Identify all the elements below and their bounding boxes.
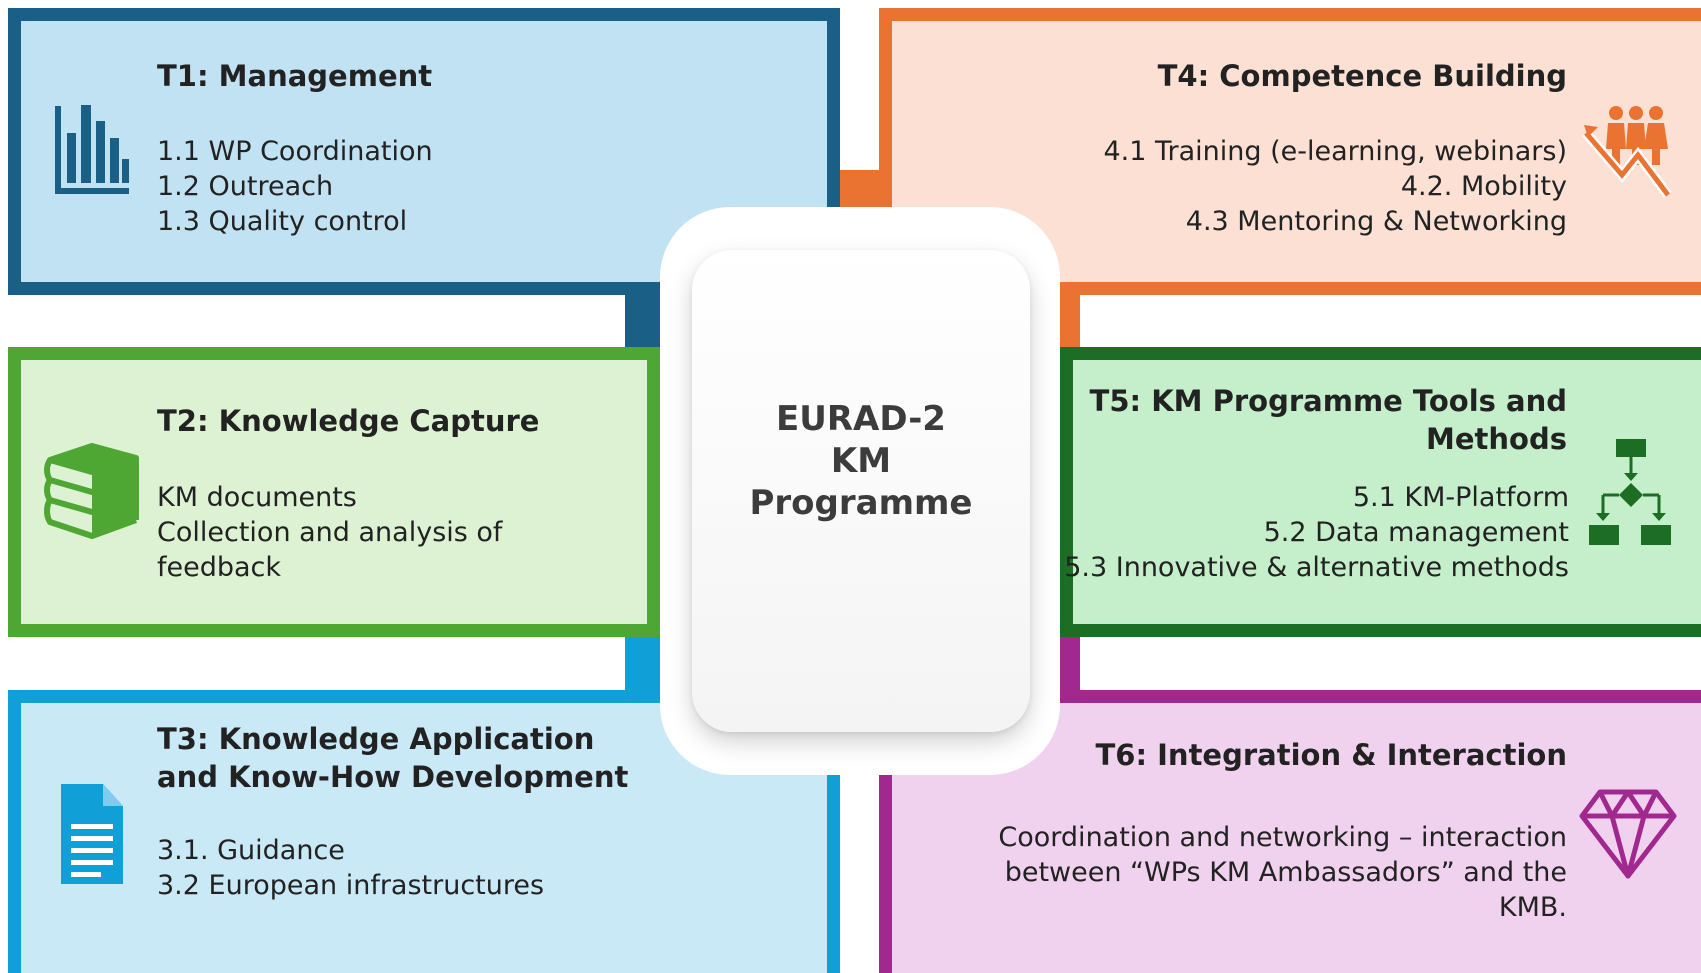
- t5-item: 5.3 Innovative & alternative methods: [1064, 552, 1569, 583]
- people-growth-icon: [1582, 106, 1672, 198]
- t2-item: KM documents: [157, 482, 357, 513]
- t5-tools-methods-panel: [1060, 347, 1701, 637]
- t1-item: 1.1 WP Coordination: [157, 136, 433, 167]
- t4-items: 4.1 Training (e-learning, webinars) 4.2.…: [1103, 134, 1567, 239]
- t3-title: T3: Knowledge Application and Know-How D…: [157, 720, 628, 796]
- center-line-2: KM: [830, 441, 892, 481]
- t2-items: KM documents Collection and analysis of …: [157, 480, 502, 585]
- t1-title: T1: Management: [157, 59, 433, 93]
- t2-item: feedback: [157, 552, 282, 583]
- t6-item: Coordination and networking – interactio…: [998, 822, 1567, 853]
- center-line-1: EURAD-2: [776, 399, 946, 439]
- t1-item: 1.3 Quality control: [157, 206, 408, 237]
- t4-item: 4.1 Training (e-learning, webinars): [1103, 136, 1567, 167]
- t2-knowledge-capture-panel: [8, 347, 660, 637]
- t3-items: 3.1. Guidance 3.2 European infrastructur…: [157, 833, 544, 903]
- document-icon: [61, 784, 123, 884]
- t4-item: 4.3 Mentoring & Networking: [1185, 206, 1567, 237]
- t4-item: 4.2. Mobility: [1400, 171, 1567, 202]
- t5-title-line-2: Methods: [1426, 422, 1567, 456]
- flowchart-icon: [1589, 439, 1671, 545]
- t3-item: 3.1. Guidance: [157, 835, 345, 866]
- t4-title: T4: Competence Building: [1157, 59, 1567, 93]
- t2-item: Collection and analysis of: [157, 517, 503, 548]
- t3-item: 3.2 European infrastructures: [157, 870, 545, 901]
- center-programme-card: EURAD-2 KM Programme: [692, 250, 1030, 732]
- t3-title-line-2: and Know-How Development: [157, 760, 629, 794]
- center-line-3: Programme: [749, 483, 973, 523]
- t5-item: 5.1 KM-Platform: [1352, 482, 1569, 513]
- t5-title: T5: KM Programme Tools and Methods: [1090, 382, 1567, 458]
- t2-title: T2: Knowledge Capture: [157, 404, 540, 438]
- t6-item: between “WPs KM Ambassadors” and the: [1004, 857, 1567, 888]
- bar-chart-icon: [55, 105, 129, 194]
- t3-title-line-1: T3: Knowledge Application: [157, 722, 595, 756]
- t1-item: 1.2 Outreach: [157, 171, 334, 202]
- t6-title: T6: Integration & Interaction: [1095, 738, 1567, 772]
- t6-item: KMB.: [1498, 892, 1567, 923]
- t1-items: 1.1 WP Coordination 1.2 Outreach 1.3 Qua…: [157, 134, 433, 239]
- t5-item: 5.2 Data management: [1263, 517, 1569, 548]
- t5-title-line-1: T5: KM Programme Tools and: [1089, 384, 1567, 418]
- book-stack-icon: [44, 443, 139, 539]
- t5-items: 5.1 KM-Platform 5.2 Data management 5.3 …: [1064, 480, 1569, 585]
- t6-items: Coordination and networking – interactio…: [998, 820, 1567, 925]
- diamond-icon: [1579, 789, 1677, 879]
